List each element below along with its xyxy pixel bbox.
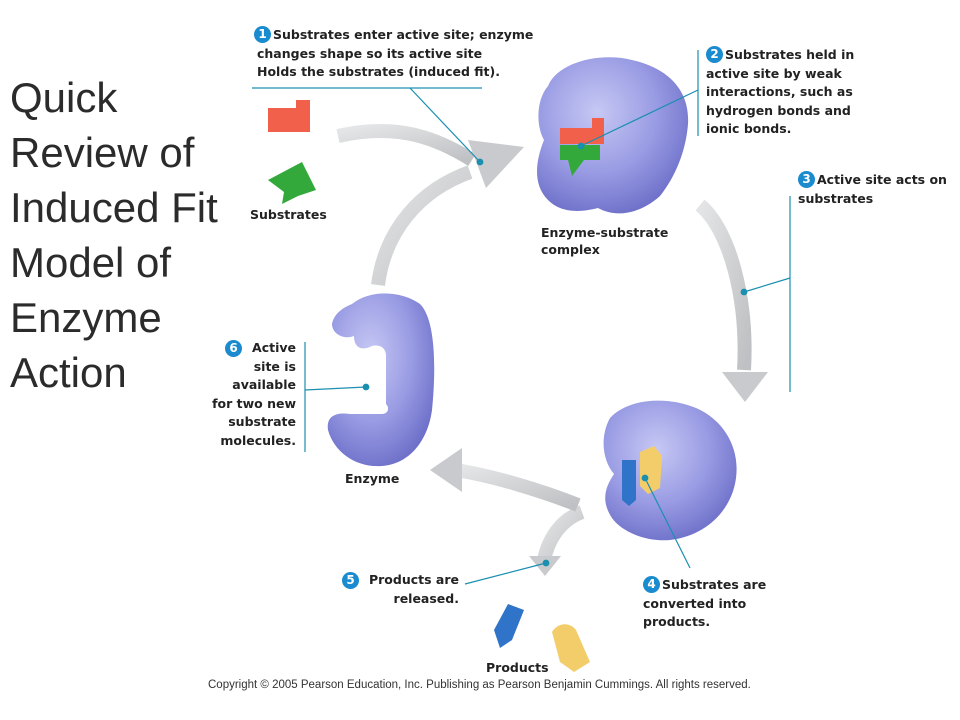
complex-label-line: complex xyxy=(541,242,600,257)
step-3-line: substrates xyxy=(798,190,874,206)
substrate-green-bound xyxy=(560,145,600,176)
step-4-line: converted into xyxy=(643,595,747,611)
product-blue xyxy=(494,604,524,648)
enzyme-product-complex-graphic xyxy=(603,400,737,541)
arrowhead-2 xyxy=(722,372,768,402)
title-line: Review of xyxy=(10,129,195,176)
step-1-line: changes shape so its active site xyxy=(257,45,483,61)
title-line: Action xyxy=(10,349,127,396)
substrate-green xyxy=(268,162,316,204)
step-2-line: Substrates held in xyxy=(725,47,855,62)
step-3-line: Active site acts on xyxy=(817,172,947,187)
complex-label-line: Enzyme-substrate xyxy=(541,225,669,240)
step-5-line: Products are xyxy=(368,572,459,587)
step-4-line: Substrates are xyxy=(662,577,767,592)
title-line: Quick xyxy=(10,74,118,121)
step-6-number: 6 xyxy=(225,340,242,357)
step-1-line: Substrates enter active site; enzyme xyxy=(273,27,534,42)
step-6-line: available xyxy=(232,377,296,392)
enzyme-blob-bottom xyxy=(603,400,737,541)
step-2-line: ionic bonds. xyxy=(706,121,792,136)
leader-lines xyxy=(252,50,791,585)
step-6-line: site is xyxy=(253,358,296,374)
step-4-number: 4 xyxy=(643,576,660,593)
step-6-caption: Active site is available for two new sub… xyxy=(200,339,296,450)
arrow-complex-to-action xyxy=(695,199,752,371)
arrow-to-products xyxy=(537,505,585,562)
step-1-number: 1 xyxy=(254,26,271,43)
step-6-line: for two new xyxy=(212,395,296,411)
enzyme-substrate-complex-graphic xyxy=(537,57,689,214)
title-line: Induced Fit xyxy=(10,184,218,231)
arrow-enzyme-to-substrates xyxy=(371,165,473,287)
title-line: Model of xyxy=(10,239,172,286)
step-6-line: substrate xyxy=(228,414,296,429)
step-2-line: interactions, such as xyxy=(706,84,853,99)
product-yellow xyxy=(552,624,590,672)
arrowhead-1 xyxy=(468,140,524,188)
enzyme-blob-top xyxy=(537,57,689,214)
step-2-line: active site by weak xyxy=(706,65,842,81)
product-blue-bound xyxy=(622,460,636,506)
step-3-number: 3 xyxy=(798,171,815,188)
step-5-number: 5 xyxy=(342,572,359,589)
step-6-line: Active xyxy=(252,340,296,355)
step-5-caption: Products are released. xyxy=(360,571,459,608)
products-label: Products xyxy=(486,660,549,675)
cycle-arrows xyxy=(336,124,752,562)
copyright-notice: Copyright © 2005 Pearson Education, Inc.… xyxy=(208,679,751,691)
enzyme-substrate-complex-label: Enzyme-substrate complex xyxy=(541,224,668,258)
step-2-line: hydrogen bonds and xyxy=(706,102,851,118)
arrow-heads xyxy=(430,140,768,576)
substrate-red xyxy=(268,100,310,132)
title-line: Enzyme xyxy=(10,294,162,341)
step-4-line: products. xyxy=(643,614,711,629)
substrates-label: Substrates xyxy=(250,207,327,222)
slide-title: Quick Review of Induced Fit Model of Enz… xyxy=(10,70,240,400)
enzyme-label: Enzyme xyxy=(345,471,400,486)
step-1-line: Holds the substrates (induced fit). xyxy=(257,64,500,79)
step-2-number: 2 xyxy=(706,46,723,63)
step-6-line: molecules. xyxy=(220,432,296,448)
arrow-substrates-to-complex xyxy=(336,124,476,166)
enzyme-blob-left xyxy=(327,293,435,467)
product-yellow-bound xyxy=(640,446,662,494)
step-5-line: released. xyxy=(393,590,459,606)
substrate-red-bound xyxy=(560,118,604,144)
arrowhead-4 xyxy=(430,448,462,492)
arrow-back-to-enzyme xyxy=(453,463,581,512)
